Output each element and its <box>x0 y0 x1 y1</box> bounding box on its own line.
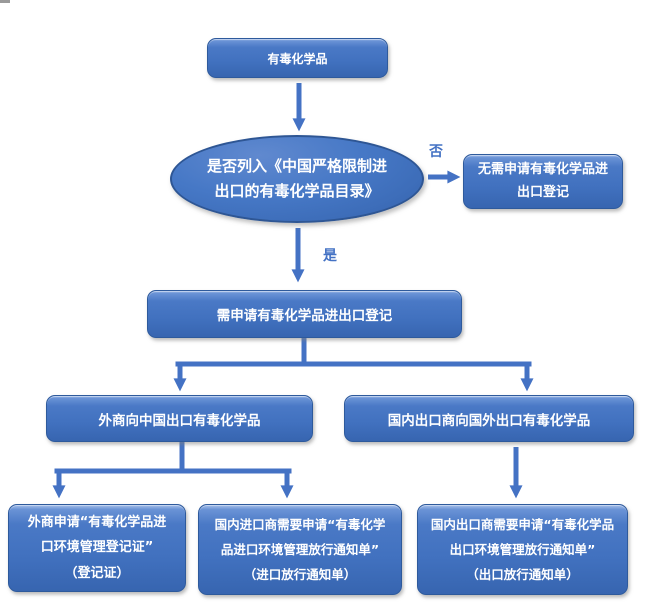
page-edge-artifact <box>0 0 10 3</box>
foreign-export-node: 外商向中国出口有毒化学品 <box>46 395 313 442</box>
yes-branch-label: 是 <box>323 248 337 264</box>
yes-result-node: 需申请有毒化学品进出口登记 <box>147 290 462 338</box>
export-release-node: 国内出口商需要申请“有毒化学品 出口环境管理放行通知单” （出口放行通知单） <box>417 504 628 595</box>
no-branch-label: 否 <box>429 144 443 160</box>
no-result-node: 无需申请有毒化学品进 出口登记 <box>463 154 623 209</box>
decision-node: 是否列入《中国严格限制进 出口的有毒化学品目录》 <box>170 135 424 223</box>
start-node: 有毒化学品 <box>207 38 388 78</box>
registration-cert-node: 外商申请“有毒化学品进 口环境管理登记证” （登记证） <box>8 504 186 592</box>
import-release-node: 国内进口商需要申请“有毒化学 品进口环境管理放行通知单” （进口放行通知单） <box>198 504 402 595</box>
domestic-export-node: 国内出口商向国外出口有毒化学品 <box>344 395 634 442</box>
